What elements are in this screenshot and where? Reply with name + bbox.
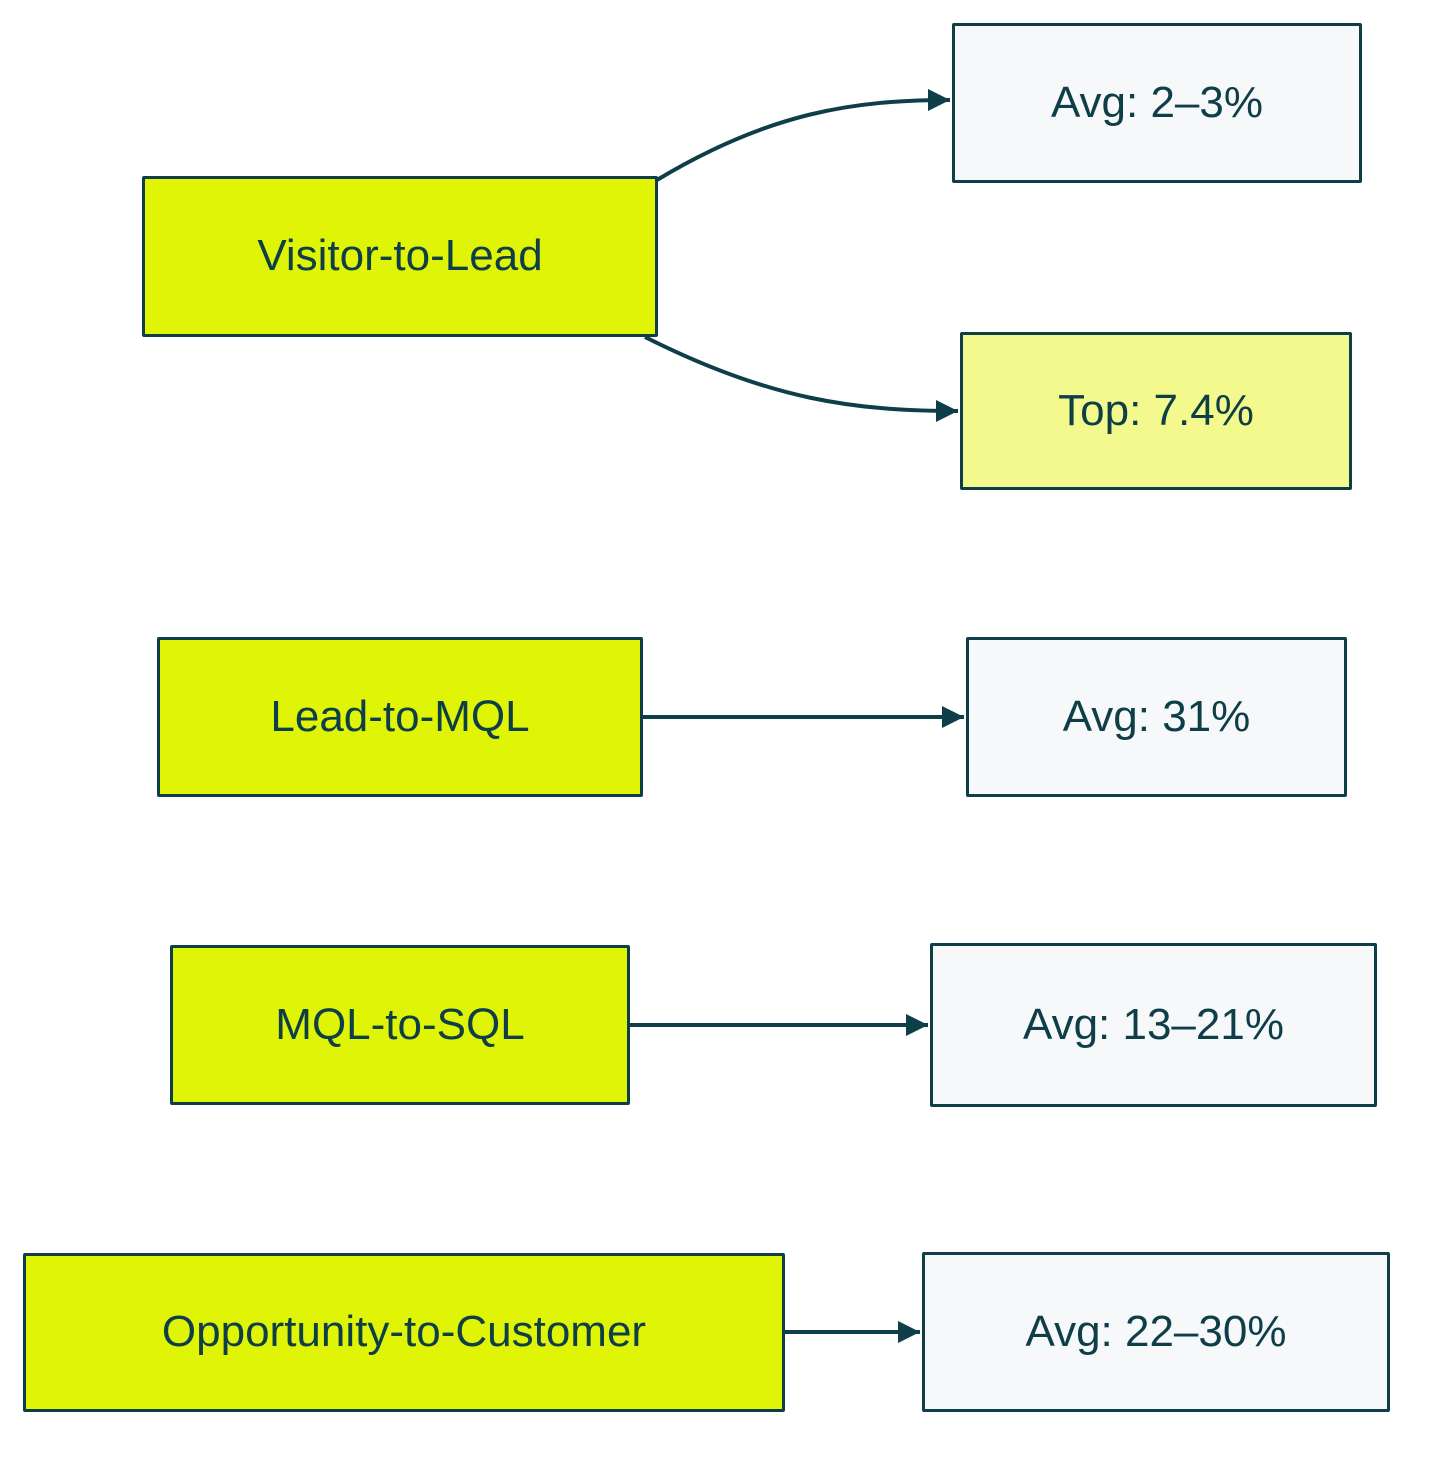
node-opportunity-avg-benchmark: Avg: 22–30% bbox=[922, 1252, 1390, 1412]
node-mql-to-sql: MQL-to-SQL bbox=[170, 945, 630, 1105]
node-mql-avg-label: Avg: 13–21% bbox=[1023, 999, 1284, 1049]
node-opportunity-avg-label: Avg: 22–30% bbox=[1025, 1306, 1287, 1356]
node-visitor-top-benchmark: Top: 7.4% bbox=[960, 332, 1352, 490]
node-mql-avg-benchmark: Avg: 13–21% bbox=[930, 943, 1377, 1107]
node-mql-to-sql-label: MQL-to-SQL bbox=[275, 999, 525, 1049]
node-visitor-to-lead-label: Visitor-to-Lead bbox=[257, 231, 543, 281]
node-lead-avg-benchmark: Avg: 31% bbox=[966, 637, 1347, 797]
node-opportunity-to-customer: Opportunity-to-Customer bbox=[23, 1253, 785, 1412]
node-lead-to-mql-label: Lead-to-MQL bbox=[270, 691, 530, 741]
node-visitor-avg-label: Avg: 2–3% bbox=[1050, 77, 1263, 127]
node-lead-avg-label: Avg: 31% bbox=[1062, 691, 1251, 741]
node-visitor-to-lead: Visitor-to-Lead bbox=[142, 176, 658, 337]
node-lead-to-mql: Lead-to-MQL bbox=[157, 637, 643, 797]
edge-visitor-to-top bbox=[644, 335, 959, 422]
node-opportunity-to-customer-label: Opportunity-to-Customer bbox=[161, 1307, 647, 1357]
node-visitor-avg-benchmark: Avg: 2–3% bbox=[952, 23, 1362, 183]
node-visitor-top-label: Top: 7.4% bbox=[1058, 385, 1254, 435]
edge-visitor-to-avg bbox=[655, 89, 951, 182]
